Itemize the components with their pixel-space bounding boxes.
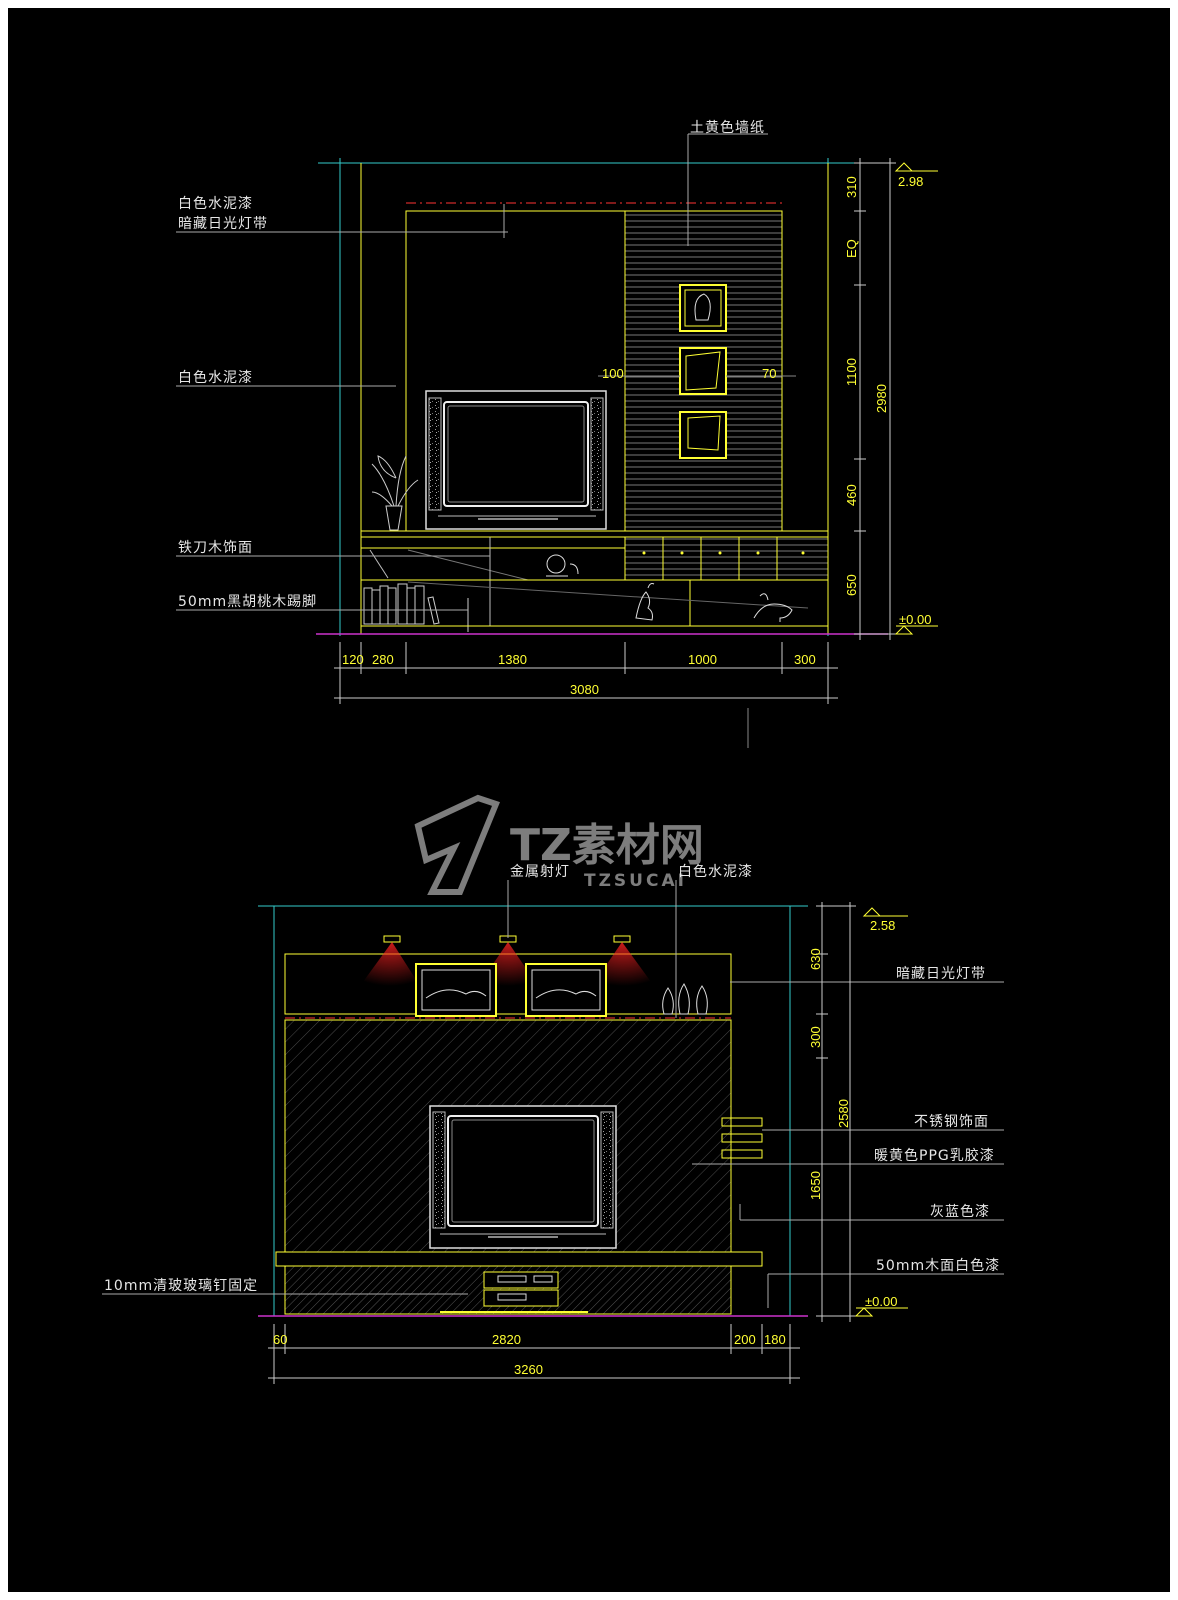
top-books — [363, 583, 469, 632]
top-tv — [425, 390, 607, 530]
top-horizontal-dimensions — [334, 642, 838, 704]
top-label-wood-facing: 铁刀木饰面 — [178, 540, 253, 556]
top-vdim-650: 650 — [844, 574, 859, 596]
watermark: TZ素材网 TZSUCAI — [414, 794, 704, 895]
top-vdim-460: 460 — [844, 484, 859, 506]
bottom-tv — [429, 1105, 617, 1249]
bottom-level-top-text: 2.58 — [870, 918, 895, 933]
top-label-cement-1: 白色水泥漆 — [178, 195, 253, 212]
bottom-stainless-bars — [721, 1117, 763, 1159]
top-hdim-1380: 1380 — [498, 652, 527, 667]
bottom-hdim-200: 200 — [734, 1332, 756, 1347]
top-vdim-310: 310 — [844, 176, 859, 198]
bottom-vdim-total: 2580 — [836, 1099, 851, 1128]
bottom-label-stainless: 不锈钢饰面 — [914, 1114, 989, 1130]
watermark-brand: TZ素材网 — [510, 820, 704, 871]
top-drawers — [624, 536, 829, 581]
top-skirting — [360, 625, 829, 635]
top-vdim-total: 2980 — [874, 384, 889, 413]
bottom-hdim-2820: 2820 — [492, 1332, 521, 1347]
bottom-spotlights — [360, 935, 654, 986]
top-hdim-120: 120 — [342, 652, 364, 667]
bottom-vdim-630: 630 — [808, 948, 823, 970]
bottom-label-spotlight: 金属射灯 — [510, 864, 570, 880]
bottom-elevation: 金属射灯 白色水泥漆 暗藏日光灯带 不锈钢饰面 暖黄色PPG乳胶漆 灰蓝色漆 5… — [102, 863, 1004, 1384]
bottom-vdim-1650: 1650 — [808, 1171, 823, 1200]
top-level-bottom-text: ±0.00 — [899, 612, 931, 627]
top-hdim-total: 3080 — [570, 682, 599, 697]
top-label-hidden-light: 暗藏日光灯带 — [178, 216, 268, 232]
watermark-logo-icon — [414, 794, 500, 895]
bottom-level-top — [862, 907, 908, 917]
top-hdim-280: 280 — [372, 652, 394, 667]
bottom-horizontal-dimensions — [268, 1324, 800, 1384]
bottom-label-cement: 白色水泥漆 — [678, 863, 753, 880]
top-clock — [546, 554, 579, 577]
top-plant — [371, 455, 419, 531]
top-niches — [679, 284, 727, 459]
bottom-hdim-total: 3260 — [514, 1362, 543, 1377]
watermark-sub: TZSUCAI — [584, 871, 687, 891]
cad-canvas: 100 70 — [8, 8, 1170, 1592]
top-leaders — [176, 133, 768, 611]
top-hdim-300: 300 — [794, 652, 816, 667]
bottom-label-wood-white: 50mm木面白色漆 — [876, 1257, 1000, 1274]
bottom-vdim-300: 300 — [808, 1026, 823, 1048]
bottom-label-glass-fix: 10mm清玻玻璃钉固定 — [104, 1277, 258, 1294]
bottom-label-hidden-light: 暗藏日光灯带 — [896, 966, 986, 982]
bottom-av-units — [483, 1271, 559, 1307]
top-inline-dim-left: 100 — [602, 366, 624, 381]
top-vertical-dimensions — [854, 158, 896, 640]
top-label-wallpaper: 土黄色墙纸 — [690, 119, 765, 136]
bottom-pictures — [415, 963, 607, 1017]
bottom-label-ppg: 暖黄色PPG乳胶漆 — [874, 1147, 995, 1164]
top-inline-dim-right: 70 — [762, 366, 776, 381]
bottom-vertical-dimensions — [816, 902, 856, 1322]
top-elevation: 100 70 — [176, 119, 938, 748]
top-figurines — [635, 583, 793, 622]
top-cabinet-slab — [360, 530, 829, 538]
top-level-bottom — [894, 625, 938, 635]
bottom-shelf — [275, 1251, 763, 1267]
cad-drawing: 100 70 — [102, 119, 1004, 1384]
bottom-leaders — [102, 880, 1004, 1308]
top-vdim-eq: EQ — [844, 239, 859, 258]
top-label-skirting: 50mm黑胡桃木踢脚 — [178, 594, 317, 610]
top-lower-shelf — [360, 579, 829, 627]
top-hdim-1000: 1000 — [688, 652, 717, 667]
top-label-cement: 白色水泥漆 — [178, 369, 253, 386]
top-level-top — [894, 162, 938, 172]
top-wood-facing — [360, 547, 626, 581]
bottom-vases — [662, 983, 708, 1015]
bottom-label-grey-blue: 灰蓝色漆 — [930, 1203, 990, 1220]
bottom-hdim-180: 180 — [764, 1332, 786, 1347]
bottom-level-bottom — [854, 1307, 908, 1317]
top-level-top-text: 2.98 — [898, 174, 923, 189]
bottom-level-bottom-text: ±0.00 — [865, 1294, 897, 1309]
top-vdim-1100: 1100 — [844, 358, 859, 386]
bottom-hdim-60: 60 — [273, 1332, 287, 1347]
